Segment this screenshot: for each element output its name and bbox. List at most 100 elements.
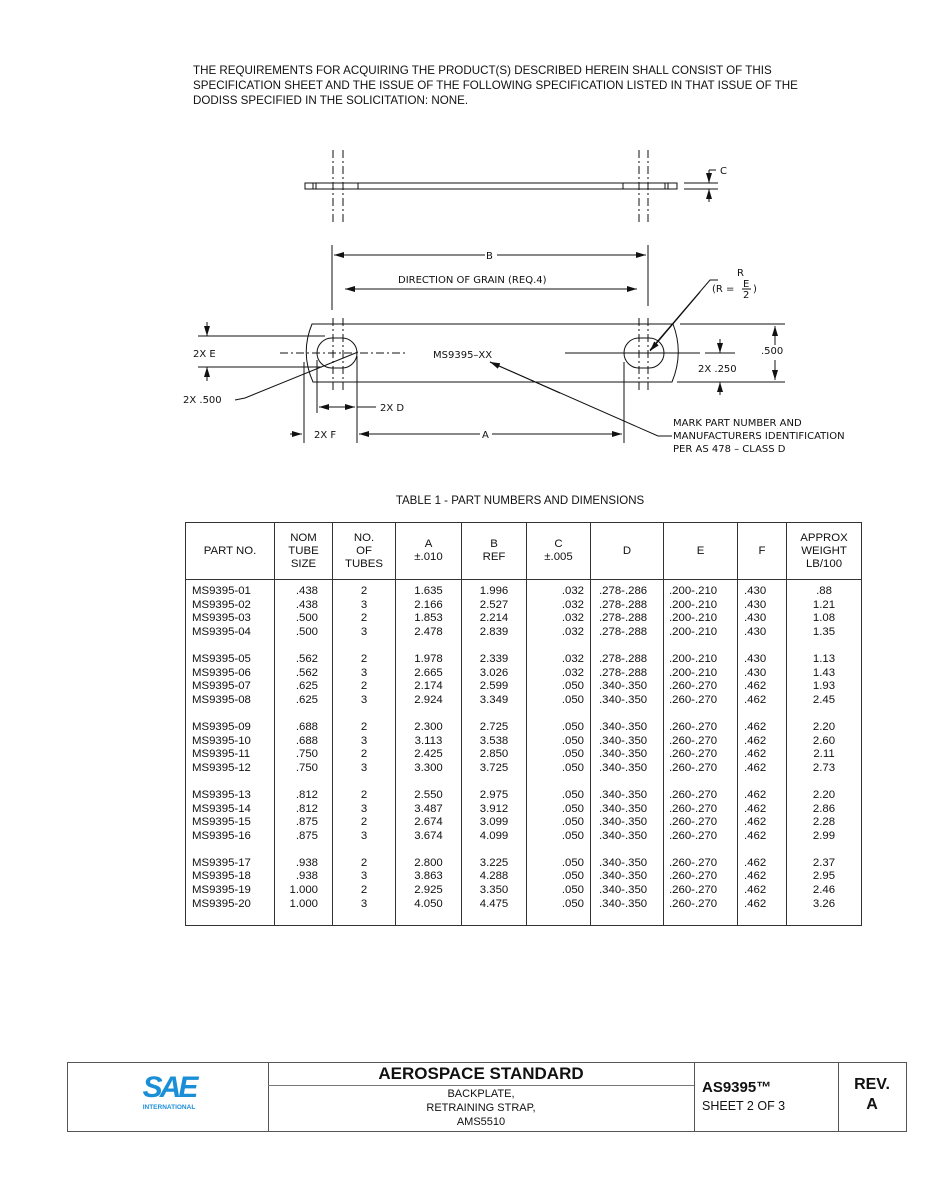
c-label: C <box>720 166 727 177</box>
column-header: C±.005 <box>526 522 591 580</box>
table-cell: 3.487 <box>414 802 443 815</box>
sae-logo: SAE INTERNATIONAL <box>142 1071 199 1112</box>
table-cell: .340-.350 <box>599 748 648 761</box>
table-cell: .462 <box>744 788 767 801</box>
table-cell: MS9395-03 <box>192 612 251 625</box>
table-cell: MS9395-06 <box>192 666 251 679</box>
table-cell: .260-.270 <box>669 884 718 897</box>
side-view-bar <box>304 182 678 190</box>
table-cell: 1.35 <box>812 625 836 638</box>
table-cell: 2.46 <box>812 884 836 897</box>
table-cell: MS9395-16 <box>192 829 251 842</box>
table-cell: MS9395-12 <box>192 761 251 774</box>
table-cell: 1.853 <box>414 612 443 625</box>
header-line: SIZE <box>290 557 317 570</box>
header-line: PART NO. <box>203 544 257 557</box>
header-line: E <box>696 544 705 557</box>
column-values: .278-.286.278-.288.278-.288.278-.288.278… <box>590 579 664 926</box>
table-cell: MS9395-08 <box>192 693 251 706</box>
subtitle-line: BACKPLATE, <box>447 1088 515 1100</box>
table-cell: 1.13 <box>812 652 836 665</box>
table-cell: .260-.270 <box>669 680 718 693</box>
table-cell: 2.166 <box>414 598 443 611</box>
table-cell: .625 <box>295 680 318 693</box>
table-cell: .688 <box>295 734 318 747</box>
d-label: 2X D <box>380 403 404 414</box>
table-cell: MS9395-14 <box>192 802 251 815</box>
table-cell: .050 <box>561 788 584 801</box>
table-cell: 4.050 <box>414 897 443 910</box>
table-cell: .340-.350 <box>599 829 648 842</box>
height-label: .500 <box>761 346 783 357</box>
column-values: .430.430.430.430.430.430.462.462.462.462… <box>737 579 787 926</box>
table-cell: 2.45 <box>812 693 836 706</box>
note-line: PER AS 478 – CLASS D <box>673 444 786 455</box>
table-cell: 3.026 <box>479 666 509 679</box>
header-line: WEIGHT <box>801 544 847 557</box>
table-cell: 4.288 <box>479 870 509 883</box>
header-line: TUBES <box>345 557 383 570</box>
table-cell: .032 <box>561 612 584 625</box>
centerlines <box>280 150 649 390</box>
table-cell: .750 <box>295 761 318 774</box>
table-cell: 2.300 <box>414 720 443 733</box>
table-cell: MS9395-18 <box>192 870 251 883</box>
table-cell: 3 <box>360 625 368 638</box>
table-cell: .050 <box>561 897 584 910</box>
table-cell: 3 <box>360 761 368 774</box>
table-cell: 2 <box>360 748 368 761</box>
column-values: .438.438.500.500.562.562.625.625.688.688… <box>274 579 333 926</box>
table-cell: .050 <box>561 748 584 761</box>
table-cell: .438 <box>295 585 318 597</box>
table-cell: .875 <box>295 816 318 829</box>
rev-label: REV. <box>854 1076 890 1093</box>
table-cell: .278-.288 <box>599 612 648 625</box>
table-cell: 3 <box>360 666 368 679</box>
table-cell: .938 <box>295 870 318 883</box>
table-cell: 3.300 <box>414 761 443 774</box>
doc-number-cell: AS9395™ SHEET 2 OF 3 <box>694 1063 839 1131</box>
table-cell: .050 <box>561 884 584 897</box>
table-cell: .462 <box>744 748 767 761</box>
table-cell: 1.93 <box>812 680 836 693</box>
table-cell: .462 <box>744 720 767 733</box>
table-cell: 2 <box>360 680 368 693</box>
r-label: R <box>737 268 744 279</box>
table-cell: .050 <box>561 802 584 815</box>
table-cell: .050 <box>561 761 584 774</box>
table-cell: .875 <box>295 829 318 842</box>
header-line: OF <box>356 544 372 557</box>
column-header: D <box>590 522 664 580</box>
table-cell: .340-.350 <box>599 720 648 733</box>
table-cell: 2.975 <box>479 788 509 801</box>
table-cell: 2.665 <box>414 666 443 679</box>
table-cell: MS9395-11 <box>192 748 251 761</box>
plate-outline <box>305 323 679 383</box>
table-cell: .032 <box>561 625 584 638</box>
table-cell: .032 <box>561 666 584 679</box>
sheet-number: SHEET 2 OF 3 <box>702 1099 786 1113</box>
table-cell: 2.674 <box>414 816 443 829</box>
intro-line: THE REQUIREMENTS FOR ACQUIRING THE PRODU… <box>193 64 772 77</box>
r-formula-right: ) <box>753 284 757 295</box>
logo-cell: SAE INTERNATIONAL <box>68 1063 269 1131</box>
table-cell: .260-.270 <box>669 693 718 706</box>
table-cell: .430 <box>744 652 767 665</box>
table-cell: 2 <box>360 720 368 733</box>
table-cell: .200-.210 <box>669 612 718 625</box>
table-cell: .200-.210 <box>669 652 718 665</box>
table-cell: .750 <box>295 748 318 761</box>
table-cell: 3.350 <box>479 884 509 897</box>
table-cell: .688 <box>295 720 318 733</box>
table-cell: 2 <box>360 856 368 869</box>
r-formula-den: 2 <box>743 290 749 301</box>
table-cell: 2.28 <box>812 816 836 829</box>
table-cell: .050 <box>561 816 584 829</box>
f-label: 2X F <box>314 430 336 441</box>
header-line: ±.010 <box>414 551 443 563</box>
table-cell: .278-.286 <box>599 585 648 597</box>
table-cell: .050 <box>561 720 584 733</box>
